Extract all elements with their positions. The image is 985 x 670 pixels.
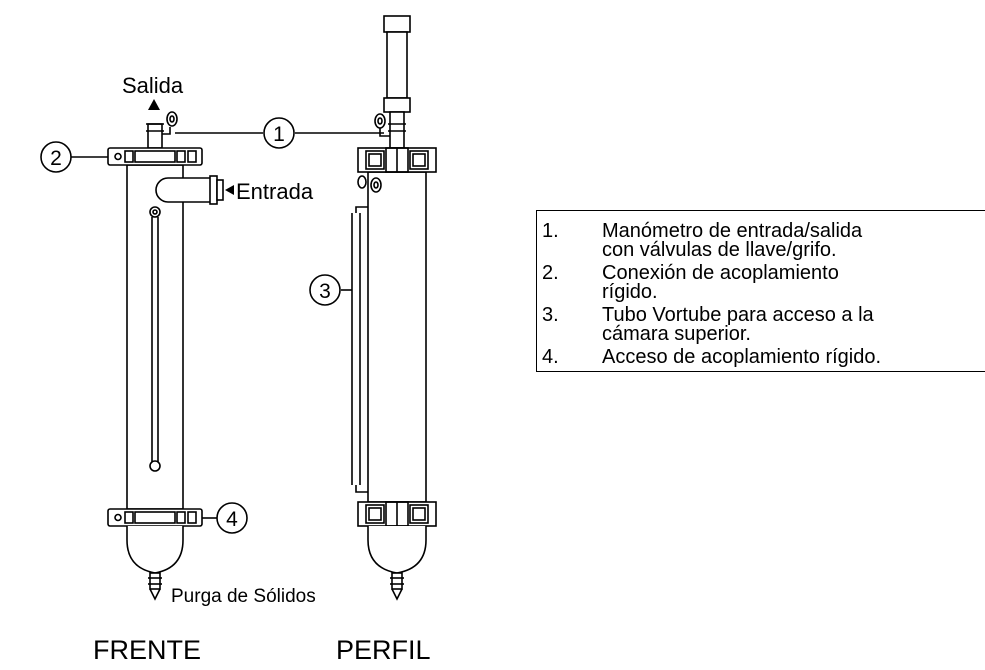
legend-text: Tubo Vortube para acceso a la cámara sup… — [602, 304, 874, 345]
legend-text: Acceso de acoplamiento rígido. — [602, 346, 882, 368]
profile-view-title: PERFIL — [336, 635, 431, 665]
legend-number: 2. — [542, 262, 559, 284]
callout-1: 1 — [273, 123, 285, 146]
legend-frame — [536, 210, 985, 372]
front-view-title: FRENTE — [93, 635, 201, 665]
callout-3: 3 — [319, 280, 331, 303]
legend-box: 1. Manómetro de entrada/salida con válvu… — [536, 210, 985, 562]
legend-text: Manómetro de entrada/salida con válvulas… — [602, 220, 863, 261]
inlet-label: Entrada — [236, 179, 314, 204]
purge-label: Purga de Sólidos — [171, 586, 316, 607]
front-view — [107, 111, 224, 601]
callout-4: 4 — [226, 508, 238, 531]
legend-box-lower: 3. Tubo Vortube para acceso a la cámara … — [536, 210, 985, 562]
inlet-arrow-icon — [225, 185, 234, 195]
profile-view — [351, 15, 437, 601]
legend-text: Conexión de acoplamiento rígido. — [602, 262, 839, 303]
legend-number: 3. — [542, 304, 559, 326]
legend-number: 4. — [542, 346, 559, 368]
legend-number: 1. — [542, 220, 559, 242]
callout-2: 2 — [50, 147, 62, 170]
outlet-label: Salida — [122, 73, 184, 98]
outlet-arrow-icon — [148, 99, 160, 110]
callouts — [40, 117, 384, 534]
